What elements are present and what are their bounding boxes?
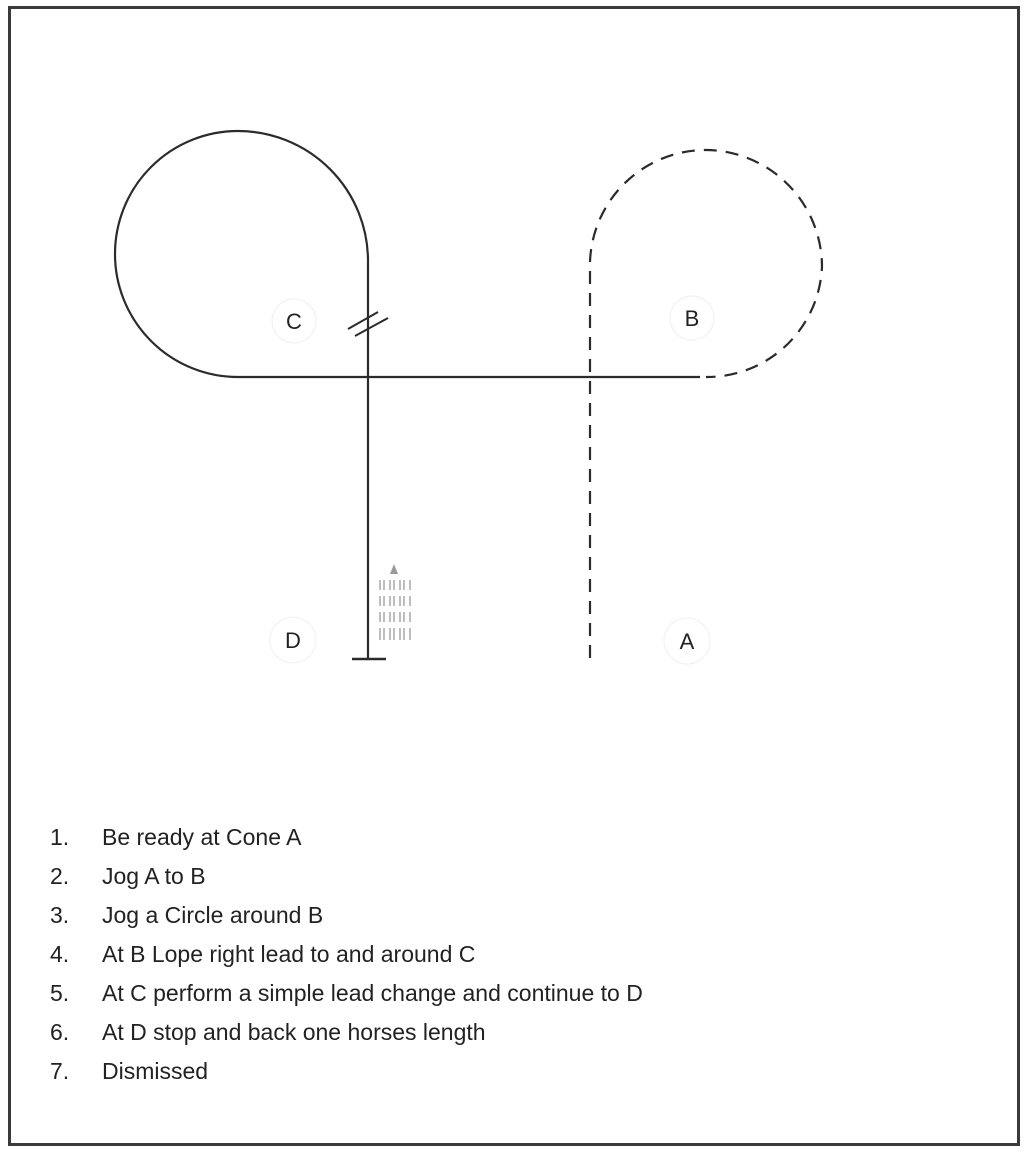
lead-change-mark bbox=[347, 311, 389, 337]
cone-a-label: A bbox=[680, 629, 695, 654]
cone-b-label: B bbox=[685, 306, 700, 331]
pattern-frame bbox=[8, 6, 1020, 1146]
cone-d: D bbox=[269, 616, 317, 664]
instruction-item: 4. At B Lope right lead to and around C bbox=[50, 935, 643, 974]
instruction-number: 6. bbox=[50, 1019, 70, 1045]
cone-d-label: D bbox=[285, 628, 301, 653]
instruction-text: At D stop and back one horses length bbox=[102, 1019, 486, 1045]
instruction-item: 1. Be ready at Cone A bbox=[50, 818, 643, 857]
instruction-item: 5. At C perform a simple lead change and … bbox=[50, 974, 643, 1013]
instruction-number: 4. bbox=[50, 941, 70, 967]
instruction-item: 6. At D stop and back one horses length bbox=[50, 1013, 643, 1052]
pattern-instructions: 1. Be ready at Cone A 2. Jog A to B 3. Jog … bbox=[50, 818, 643, 1091]
cone-a: A bbox=[663, 617, 711, 665]
cone-c-label: C bbox=[286, 309, 302, 334]
instruction-item: 3. Jog a Circle around B bbox=[50, 896, 643, 935]
cone-c: C bbox=[271, 298, 317, 344]
instruction-number: 3. bbox=[50, 902, 70, 928]
instruction-number: 7. bbox=[50, 1058, 70, 1084]
cone-b: B bbox=[669, 295, 715, 341]
instruction-text: Dismissed bbox=[102, 1058, 209, 1084]
instruction-text: Jog A to B bbox=[102, 863, 206, 889]
instruction-text: At C perform a simple lead change and co… bbox=[102, 980, 643, 1006]
instruction-text: At B Lope right lead to and around C bbox=[102, 941, 476, 967]
jog-path bbox=[588, 148, 824, 658]
instruction-text: Be ready at Cone A bbox=[102, 824, 302, 850]
instruction-number: 2. bbox=[50, 863, 70, 889]
instruction-item: 7. Dismissed bbox=[50, 1052, 643, 1091]
instruction-number: 1. bbox=[50, 824, 70, 850]
lope-loop-path bbox=[113, 129, 700, 658]
instruction-number: 5. bbox=[50, 980, 70, 1006]
instruction-text: Jog a Circle around B bbox=[102, 902, 324, 928]
instruction-item: 2. Jog A to B bbox=[50, 857, 643, 896]
backup-tracks-icon bbox=[379, 564, 411, 640]
